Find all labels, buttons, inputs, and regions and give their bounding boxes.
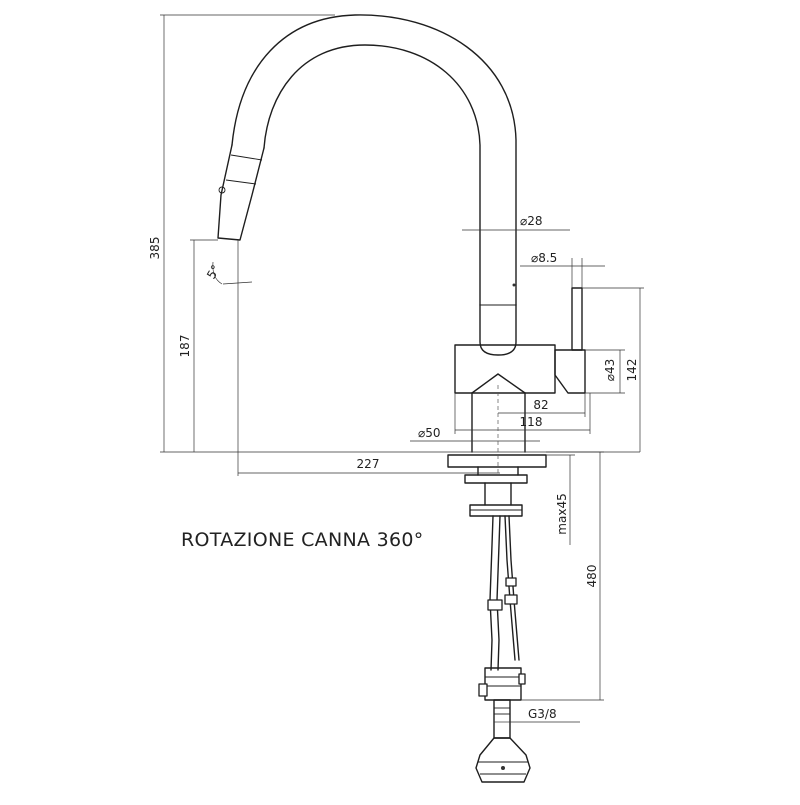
threaded-shank bbox=[477, 466, 519, 506]
hose-clip-2 bbox=[504, 594, 518, 605]
dim-g38-label: G3/8 bbox=[528, 707, 557, 721]
dim-118-label: 118 bbox=[520, 415, 543, 429]
dim-28-label: ⌀28 bbox=[520, 214, 543, 228]
spray-button bbox=[218, 186, 226, 194]
hose-end-dot bbox=[501, 766, 505, 770]
spout-outer-curve bbox=[231, 14, 517, 306]
connector-tab bbox=[478, 683, 488, 697]
spout-inner-curve bbox=[263, 44, 481, 306]
thread-fitting bbox=[493, 699, 511, 739]
dim-187-label: 187 bbox=[178, 335, 192, 358]
dim-227-label: 227 bbox=[357, 457, 380, 471]
body-notch bbox=[471, 373, 526, 394]
hose-right-2 bbox=[508, 515, 520, 661]
dim-max45-label: max45 bbox=[555, 493, 569, 534]
hose-left-2 bbox=[496, 515, 501, 671]
spout-base bbox=[479, 304, 517, 356]
dimension-lines bbox=[160, 14, 644, 723]
angle-arc bbox=[212, 261, 223, 285]
faucet-body bbox=[454, 344, 556, 394]
lever-cartridge bbox=[554, 349, 586, 394]
dim-142-label: 142 bbox=[625, 359, 639, 382]
lock-washer bbox=[464, 474, 528, 484]
hose-clip bbox=[487, 599, 503, 611]
spray-head-band bbox=[230, 154, 263, 161]
dim-43-label: ⌀43 bbox=[603, 359, 617, 382]
hose-end-nut bbox=[475, 737, 531, 783]
spray-head-band-2 bbox=[225, 179, 257, 185]
connector-tab-2 bbox=[518, 673, 526, 685]
dim-5deg-label: 5° bbox=[204, 263, 223, 282]
lever-handle bbox=[571, 287, 583, 351]
rotation-caption: ROTAZIONE CANNA 360° bbox=[181, 529, 424, 551]
angle-ref bbox=[222, 281, 253, 285]
spout-dot bbox=[512, 283, 516, 287]
hose-left bbox=[489, 515, 494, 671]
body-base bbox=[471, 392, 526, 453]
dim-480-label: 480 bbox=[585, 565, 599, 588]
dim-85-label: ⌀8.5 bbox=[531, 251, 557, 265]
faucet-outline bbox=[217, 14, 586, 783]
dim-50-label: ⌀50 bbox=[418, 426, 441, 440]
deck-plate bbox=[447, 454, 547, 468]
mount-nut bbox=[469, 504, 523, 517]
dimension-labels: 385 187 5° 227 ⌀28 ⌀8.5 142 ⌀43 82 118 ⌀… bbox=[148, 214, 639, 721]
hose-clip-3 bbox=[505, 577, 517, 587]
quick-connector bbox=[484, 667, 522, 701]
dim-385-label: 385 bbox=[148, 237, 162, 260]
dim-82-label: 82 bbox=[533, 398, 548, 412]
